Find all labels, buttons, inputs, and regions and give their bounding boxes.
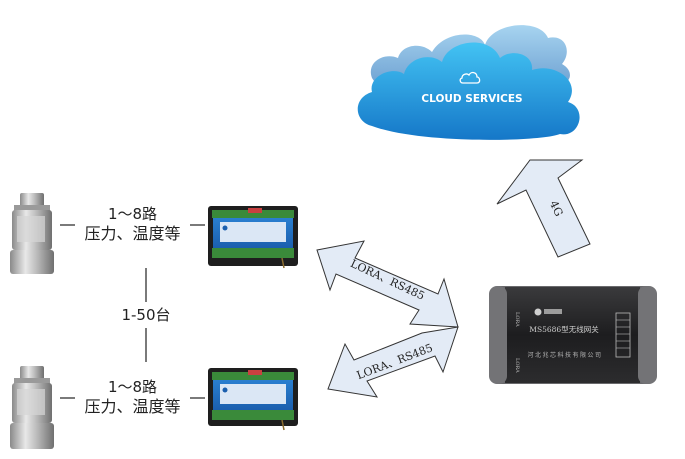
sensor-1-channels: 1～8路 [107,205,158,223]
cloud-services: CLOUD SERVICES [357,25,580,140]
sensor-2-types: 压力、温度等 [84,397,181,416]
io-module-1 [208,206,298,269]
link-arrow-lower: LORA、RS485 [327,326,459,398]
uplink-4g-label: 4G [547,199,565,219]
module-count: 1-50台 [106,305,186,325]
sensor-2 [10,366,54,449]
cloud-icon [459,71,481,84]
sensor-1 [10,193,54,274]
cloud-label: CLOUD SERVICES [421,93,522,105]
sensor-2-channels: 1～8路 [107,378,158,396]
gateway-model: MS5686型无线网关 [529,324,599,334]
link-arrow-upper: LORA、RS485 [316,240,459,328]
gateway-device: LORA LORA MS5686型无线网关 河北兆芯科技有限公司 [489,286,657,384]
sensor-1-types: 压力、温度等 [84,224,181,243]
uplink-4g-arrow: 4G [496,159,591,258]
io-module-2 [208,368,298,431]
gateway-company: 河北兆芯科技有限公司 [527,351,602,359]
gateway-port-top: LORA [514,312,520,327]
gateway-port-bottom: LORA [514,358,520,373]
connector-lines [60,224,205,399]
cloud-front-shape [357,42,580,140]
